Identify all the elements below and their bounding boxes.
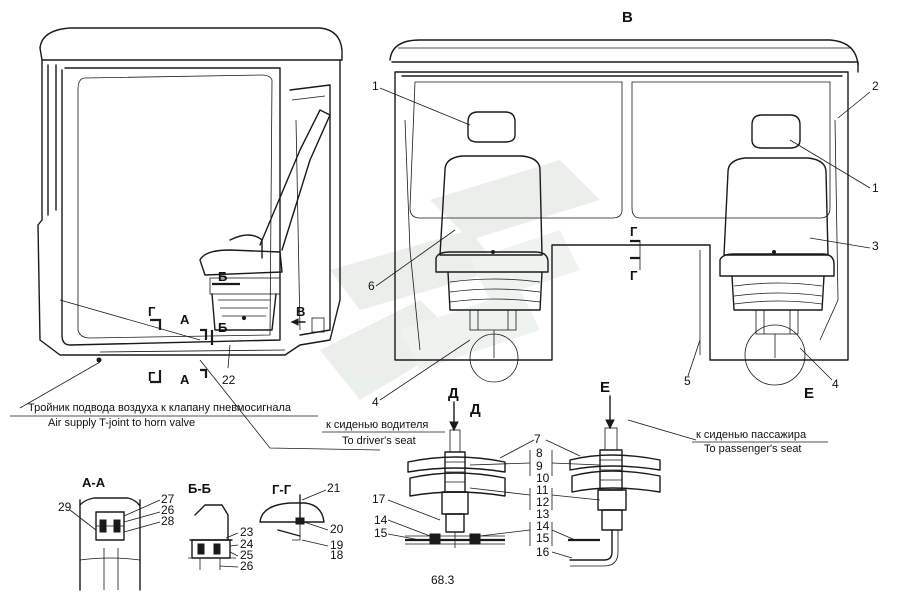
callout-1-left: 1 (372, 79, 379, 93)
caption-tee-en: Air supply T-joint to horn valve (48, 417, 195, 429)
detail-e-circle (744, 324, 806, 386)
section-bb-title: Б-Б (188, 481, 211, 496)
cut-v-label-side: В (296, 304, 305, 319)
callout-10: 10 (536, 471, 550, 485)
callout-23: 23 (240, 525, 254, 539)
cab-rear-view: В (368, 9, 879, 418)
cut-g-label-rear-upper: Г (630, 224, 638, 239)
callout-11: 11 (536, 483, 549, 497)
callout-13: 13 (536, 507, 550, 521)
section-gg: Г-Г 21 20 19 18 (259, 481, 344, 562)
callout-18: 18 (330, 548, 344, 562)
callout-1-right: 1 (872, 181, 879, 195)
detail-d-circle (469, 333, 519, 383)
captions: Тройник подвода воздуха к клапану пневмо… (10, 359, 828, 455)
callout-24: 24 (240, 537, 254, 551)
cut-g-label-side: Г (148, 304, 156, 319)
caption-tee-ru: Тройник подвода воздуха к клапану пневмо… (28, 402, 292, 414)
caption-pass-en: To passenger's seat (704, 443, 802, 455)
callout-6: 6 (368, 279, 375, 293)
callout-7: 7 (534, 432, 541, 446)
callout-20: 20 (330, 522, 344, 536)
callout-14-left: 14 (374, 513, 388, 527)
view-d-label: Д (470, 401, 481, 418)
callout-15-left: 15 (374, 526, 388, 540)
cut-g-label-rear-lower: Г (630, 268, 638, 283)
driver-seat-rear (435, 111, 549, 358)
callout-17: 17 (372, 492, 386, 506)
callout-4-right: 4 (832, 377, 839, 391)
detail-e: Е 7 8 9 10 11 12 13 14 15 16 (469, 379, 661, 567)
callout-22: 22 (222, 373, 236, 387)
caption-driver-ru: к сиденью водителя (326, 419, 428, 431)
callout-16: 16 (536, 545, 550, 559)
callout-19: 19 (330, 538, 344, 552)
callout-5: 5 (684, 374, 691, 388)
detail-d: Д 17 14 15 (372, 385, 506, 548)
callout-25: 25 (240, 548, 254, 562)
callout-21: 21 (327, 481, 341, 495)
callout-8: 8 (536, 446, 543, 460)
caption-pass-ru: к сиденью пассажира (696, 429, 807, 441)
section-bb: Б-Б 23 24 25 26 (188, 481, 254, 573)
passenger-seat-rear (719, 114, 835, 358)
section-aa-title: А-А (82, 475, 106, 490)
callout-15-right: 15 (536, 531, 550, 545)
view-e-label-main: Е (804, 385, 814, 402)
watermark-logo (320, 160, 600, 400)
cut-a-label-side-lower: А (180, 372, 190, 387)
callout-29: 29 (58, 500, 72, 514)
callout-3: 3 (872, 239, 879, 253)
callout-12: 12 (536, 495, 550, 509)
section-gg-title: Г-Г (272, 482, 292, 497)
section-aa: А-А 29 27 26 28 (58, 475, 175, 591)
view-d-title: Д (448, 385, 459, 402)
caption-driver-en: To driver's seat (342, 435, 416, 447)
callout-4-left: 4 (372, 395, 379, 409)
cut-b-label-upper: Б (218, 269, 227, 284)
callout-26-aa: 26 (161, 503, 175, 517)
callout-2: 2 (872, 79, 879, 93)
cut-a-label-side: А (180, 312, 190, 327)
callout-28: 28 (161, 514, 175, 528)
callout-27: 27 (161, 492, 175, 506)
view-e-title: Е (600, 379, 610, 396)
callout-14-right: 14 (536, 519, 550, 533)
callout-9: 9 (536, 459, 543, 473)
callout-26-bb: 26 (240, 559, 254, 573)
cut-b-label-lower: Б (218, 320, 227, 335)
cut-g-label-side-lower: Г (148, 369, 156, 384)
cab-side-view: Б Б Г Г А А В 22 (37, 27, 343, 387)
view-b-title: В (622, 9, 633, 26)
page-number: 68.3 (431, 573, 455, 587)
